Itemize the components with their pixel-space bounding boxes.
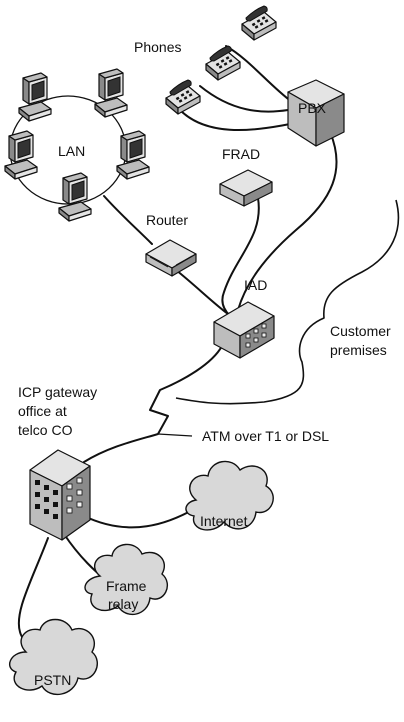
desktop-computer-icon xyxy=(4,130,38,180)
pbx-iad-link xyxy=(237,131,338,311)
atm-label: ATM over T1 or DSL xyxy=(202,428,329,444)
frame-relay-label-line2: relay xyxy=(108,596,138,612)
lan-label: LAN xyxy=(58,143,85,159)
desktop-computer-icon xyxy=(58,172,92,222)
lan-router-link xyxy=(103,195,153,245)
router-icon xyxy=(145,239,197,277)
customer-premises-label-line2: premises xyxy=(330,342,387,358)
iad-device-icon xyxy=(213,301,275,359)
router-iad-link xyxy=(175,269,229,315)
icp-label-line1: ICP gateway xyxy=(18,384,97,400)
internet-label: Internet xyxy=(200,513,248,529)
router-label: Router xyxy=(146,212,188,228)
phone-link-2 xyxy=(199,85,289,113)
icp-label-line2: office at xyxy=(18,403,67,419)
phone-link-3 xyxy=(179,109,291,132)
pbx-box-icon xyxy=(287,79,345,147)
phones-label: Phones xyxy=(134,39,181,55)
desktop-computer-icon xyxy=(94,68,128,118)
frad-device-icon xyxy=(219,169,273,207)
customer-premises-label-line1: Customer xyxy=(330,323,391,339)
network-cloud-icon xyxy=(84,543,168,616)
frame-relay-label-line1: Frame xyxy=(106,578,147,594)
desk-phone-icon xyxy=(241,5,277,41)
office-building-icon xyxy=(29,449,91,541)
icp-label-line3: telco CO xyxy=(18,422,73,438)
customer-premises-brace xyxy=(175,199,400,405)
desk-phone-icon xyxy=(165,79,201,115)
atm-line xyxy=(83,345,223,463)
frad-iad-link xyxy=(221,197,260,317)
pbx-label: PBX xyxy=(298,100,327,116)
frad-label: FRAD xyxy=(222,146,260,162)
desktop-computer-icon xyxy=(18,72,52,122)
building-internet-link xyxy=(83,507,197,529)
desktop-computer-icon xyxy=(116,130,150,180)
phone-link-1 xyxy=(225,45,293,103)
iad-label: IAD xyxy=(244,277,267,293)
atm-leader xyxy=(157,433,193,437)
pstn-label: PSTN xyxy=(34,672,71,688)
network-cloud-icon xyxy=(8,618,98,696)
network-cloud-icon xyxy=(185,460,274,531)
phones xyxy=(165,5,277,115)
